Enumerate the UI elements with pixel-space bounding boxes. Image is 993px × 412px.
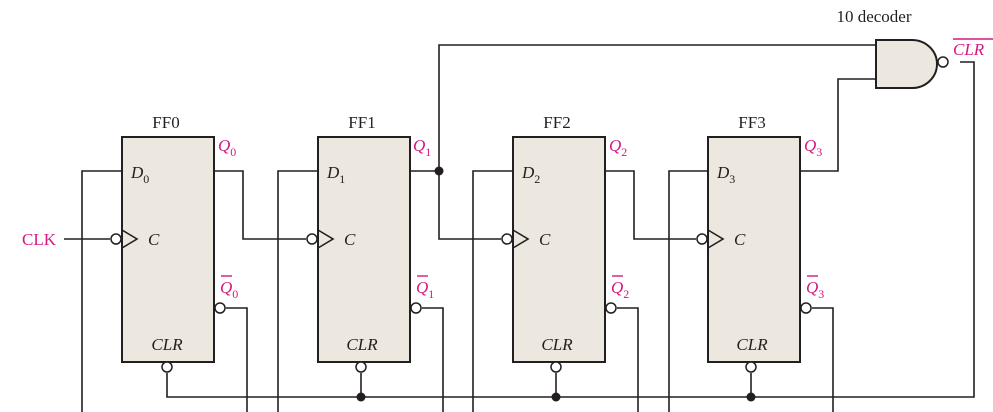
- ff1-clr-label: CLR: [346, 335, 378, 354]
- clr-junction-dot-1: [356, 392, 366, 402]
- q1-to-decoder-wire: [438, 44, 876, 171]
- ff2-qbar-label: Q2: [611, 278, 629, 301]
- q1-to-ff2-clk-wire: [410, 170, 501, 240]
- ff3-q-label: Q3: [804, 136, 822, 159]
- ff1-qbar-label: Q1: [416, 278, 434, 301]
- q1-junction-dot: [434, 166, 444, 176]
- ff0-d-feedback-wire: [81, 170, 122, 412]
- ff3-d-feedback-wire: [668, 170, 708, 412]
- flip-flop-ff2: [501, 136, 617, 373]
- ff2-qbar-wire: [617, 307, 639, 412]
- decoder-title: 10 decoder: [836, 7, 911, 26]
- ff0-q-label: Q0: [218, 136, 236, 159]
- decoder-output-label: CLR: [953, 40, 985, 59]
- ff1-qbar-wire: [422, 307, 444, 412]
- ff0-qbar-label: Q0: [220, 278, 238, 301]
- ff3-qbar-wire: [812, 307, 834, 412]
- ff2-title: FF2: [543, 113, 570, 132]
- ff1-title: FF1: [348, 113, 375, 132]
- clr-junction-dot-2: [551, 392, 561, 402]
- clr-junction-dot-3: [746, 392, 756, 402]
- ff1-clk-label: C: [344, 230, 356, 249]
- flip-flop-ff1: [306, 136, 422, 373]
- ff2-clr-label: CLR: [541, 335, 573, 354]
- ff0-title: FF0: [152, 113, 179, 132]
- ff3-d-label: D3: [716, 163, 735, 186]
- flip-flop-ff0: [110, 136, 226, 373]
- ff2-d-label: D2: [521, 163, 540, 186]
- ff3-title: FF3: [738, 113, 765, 132]
- ff3-clr-label: CLR: [736, 335, 768, 354]
- q2-to-ff3-clk-wire: [605, 170, 696, 240]
- ff0-qbar-wire: [226, 307, 248, 412]
- ff3-clk-label: C: [734, 230, 746, 249]
- q3-to-decoder-wire: [800, 78, 876, 172]
- clr-bus-wire: [166, 61, 975, 398]
- clk-label: CLK: [22, 230, 57, 249]
- ff2-clk-label: C: [539, 230, 551, 249]
- ff1-d-feedback-wire: [277, 170, 318, 412]
- ff1-d-label: D1: [326, 163, 345, 186]
- ff0-clk-label: C: [148, 230, 160, 249]
- ff3-qbar-label: Q3: [806, 278, 824, 301]
- ff1-q-label: Q1: [413, 136, 431, 159]
- ff0-d-label: D0: [130, 163, 149, 186]
- ff2-d-feedback-wire: [472, 170, 513, 412]
- q0-to-ff1-clk-wire: [214, 170, 306, 240]
- ff2-q-label: Q2: [609, 136, 627, 159]
- ff0-clr-label: CLR: [151, 335, 183, 354]
- nand-decoder-gate: [875, 39, 949, 89]
- flip-flop-ff3: [696, 136, 812, 373]
